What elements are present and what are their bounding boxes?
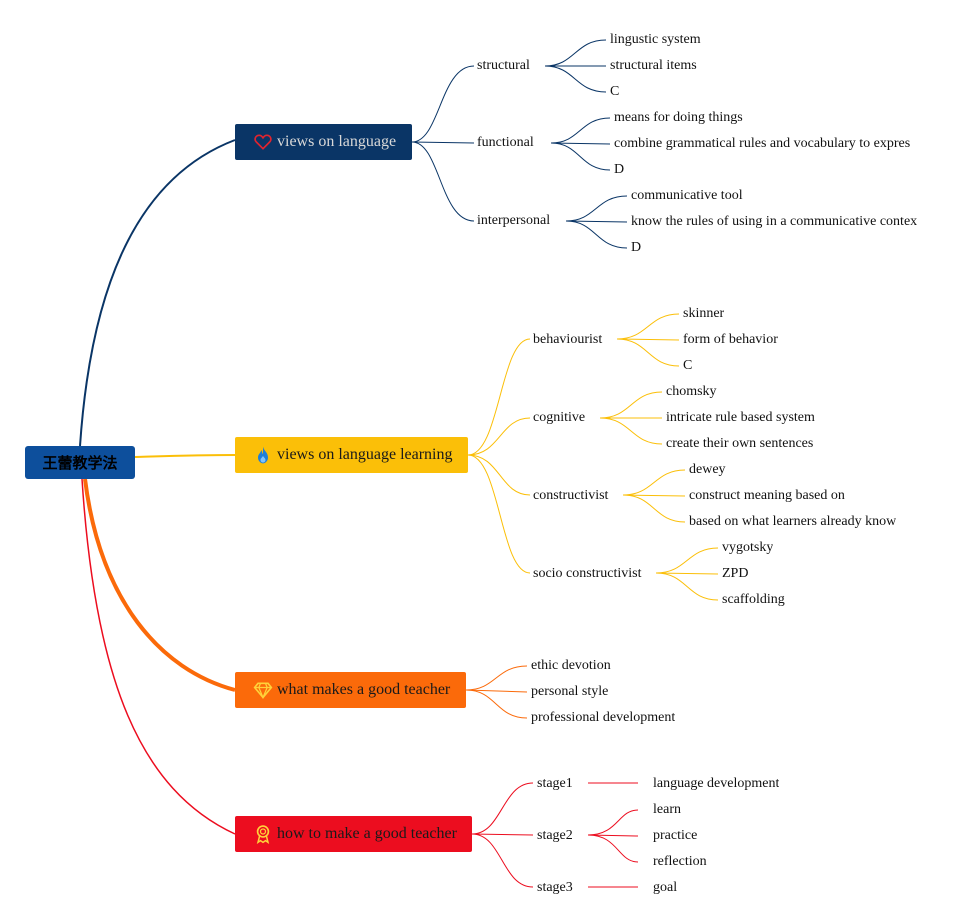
leaf-item[interactable]: know the rules of using in a communicati… bbox=[631, 214, 918, 229]
leaf-item[interactable]: communicative tool bbox=[631, 188, 743, 203]
leaf-item[interactable]: personal style bbox=[531, 684, 609, 699]
leaf-item[interactable]: ethic devotion bbox=[531, 658, 611, 673]
diamond-icon bbox=[253, 680, 273, 700]
subnode-interpersonal[interactable]: interpersonal bbox=[477, 213, 551, 228]
leaf-item[interactable]: language development bbox=[653, 776, 780, 791]
leaf-item[interactable]: intricate rule based system bbox=[666, 410, 815, 425]
leaf-item[interactable]: dewey bbox=[689, 462, 726, 477]
leaf-item[interactable]: combine grammatical rules and vocabulary… bbox=[614, 136, 911, 151]
leaf-item[interactable]: form of behavior bbox=[683, 332, 778, 347]
subnode-stage2[interactable]: stage2 bbox=[537, 828, 573, 843]
leaf-item[interactable]: structural items bbox=[610, 58, 697, 73]
leaf-item[interactable]: create their own sentences bbox=[666, 436, 814, 451]
root-label: 王蕾教学法 bbox=[42, 454, 118, 472]
branch-label: what makes a good teacher bbox=[277, 681, 451, 698]
branch-views-on-language[interactable]: views on language bbox=[235, 124, 412, 160]
flame-icon bbox=[253, 445, 273, 465]
leaf-item[interactable]: vygotsky bbox=[722, 540, 774, 555]
connector-root-make-good-teacher bbox=[81, 478, 236, 835]
leaf-item[interactable]: C bbox=[610, 84, 620, 99]
leaf-item[interactable]: construct meaning based on bbox=[689, 488, 845, 503]
root-node[interactable]: 王蕾教学法 bbox=[25, 446, 135, 479]
leaf-item[interactable]: practice bbox=[653, 828, 698, 843]
leaf-item[interactable]: professional development bbox=[531, 710, 676, 725]
branch-how-to-make-a-good-teacher[interactable]: how to make a good teacher bbox=[235, 816, 472, 852]
leaf-item[interactable]: chomsky bbox=[666, 384, 717, 399]
leaf-item[interactable]: scaffolding bbox=[722, 592, 785, 607]
leaf-item[interactable]: goal bbox=[653, 880, 678, 895]
subnode-functional[interactable]: functional bbox=[477, 135, 534, 150]
branch-views-on-language-learning[interactable]: views on language learning bbox=[235, 437, 468, 473]
subnode-socio-constructivist[interactable]: socio constructivist bbox=[533, 566, 642, 581]
subnode-stage1[interactable]: stage1 bbox=[537, 776, 573, 791]
leaf-item[interactable]: skinner bbox=[683, 306, 725, 321]
connector-root-views-on-learning bbox=[134, 454, 236, 458]
leaf-item[interactable]: learn bbox=[653, 802, 681, 817]
connector-root-good-teacher bbox=[83, 478, 236, 692]
leaf-item[interactable]: reflection bbox=[653, 854, 707, 869]
leaf-item[interactable]: D bbox=[631, 240, 642, 255]
subnode-structural[interactable]: structural bbox=[477, 58, 530, 73]
leaf-item[interactable]: D bbox=[614, 162, 625, 177]
subnode-behaviourist[interactable]: behaviourist bbox=[533, 332, 603, 347]
branch-label: views on language learning bbox=[277, 446, 453, 463]
subnode-cognitive[interactable]: cognitive bbox=[533, 410, 586, 425]
branch-label: how to make a good teacher bbox=[277, 825, 457, 842]
heart-icon bbox=[253, 132, 273, 152]
connector-root-views-on-language bbox=[79, 139, 236, 447]
leaf-item[interactable]: lingustic system bbox=[610, 32, 701, 47]
branch-what-makes-a-good-teacher[interactable]: what makes a good teacher bbox=[235, 672, 466, 708]
subnode-constructivist[interactable]: constructivist bbox=[533, 488, 609, 503]
leaf-item[interactable]: means for doing things bbox=[614, 110, 743, 125]
branch-label: views on language bbox=[277, 133, 397, 150]
leaf-item[interactable]: C bbox=[683, 358, 693, 373]
award-icon bbox=[253, 824, 273, 844]
leaf-item[interactable]: ZPD bbox=[722, 566, 749, 581]
subnode-stage3[interactable]: stage3 bbox=[537, 880, 573, 895]
leaf-item[interactable]: based on what learners already know bbox=[689, 514, 897, 529]
